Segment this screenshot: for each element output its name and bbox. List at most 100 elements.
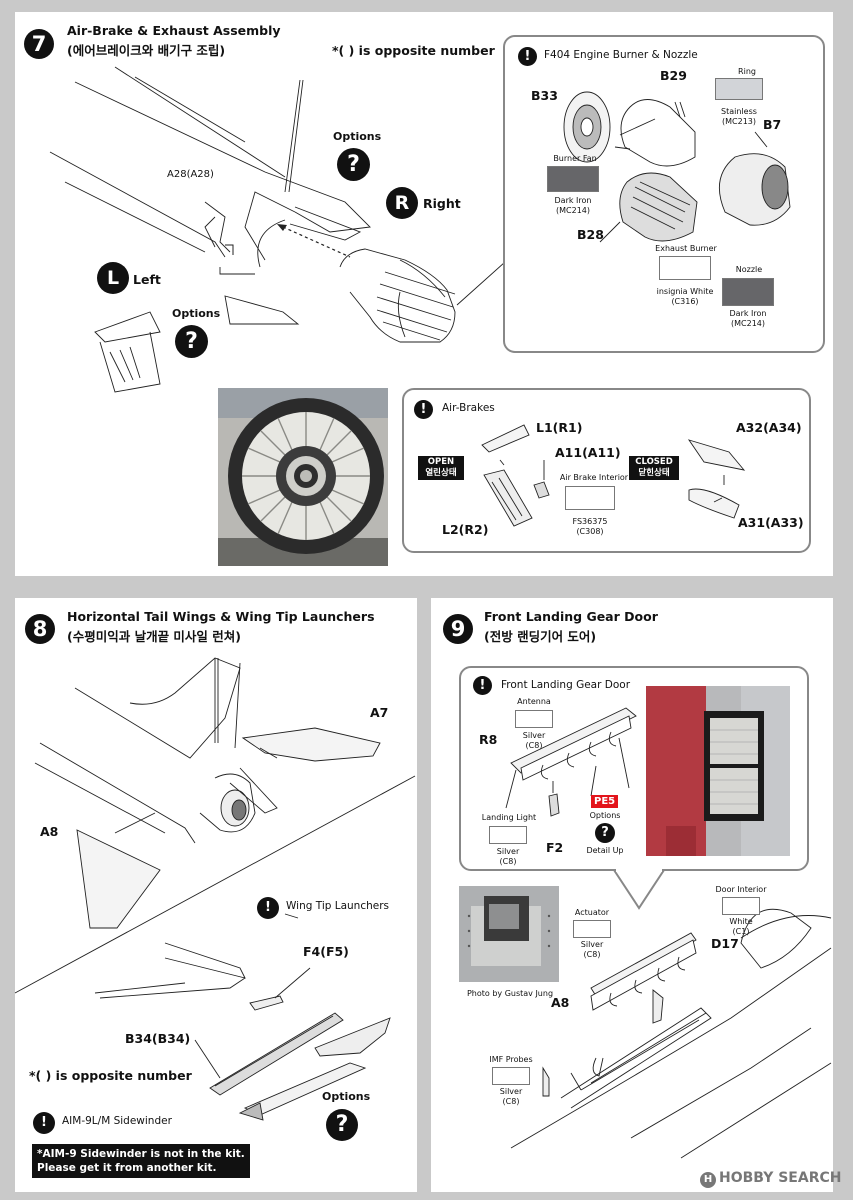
antenna-code: (C8) [525,741,543,750]
imf-probes-code: (C8) [502,1097,520,1106]
step7-options-label-1: Options [333,130,382,143]
open-tag: OPEN 열린상태 [418,456,464,480]
label-a8: A8 [40,824,59,839]
step7-question-icon-2: ? [175,325,208,358]
right-label: Right [423,196,461,211]
sidewinder-note-line2: Please get it from another kit. [37,1162,217,1174]
step8-number: 8 [25,614,55,644]
left-icon: L [97,262,129,294]
landing-light-code: (C8) [499,857,517,866]
actuator-swatch [573,920,611,938]
landing-callout-warning-icon: ! [473,676,492,695]
label-f4: F4(F5) [303,944,349,959]
door-interior-code: (C1) [732,927,750,936]
pe5-options: Options [589,811,621,820]
engine-parts-drawing [563,91,791,243]
sidewinder-note-line1: *AIM-9 Sidewinder is not in the kit. [37,1148,245,1160]
nozzle-color: Dark Iron [729,309,767,318]
door-interior-swatch [722,897,760,915]
actuator-color: Silver [580,940,604,949]
exhaust-burner-label: Exhaust Burner [655,244,717,253]
imf-probes-label: IMF Probes [489,1055,533,1064]
closed-tag-en: CLOSED [635,457,673,467]
closed-tag: CLOSED 닫힌상태 [629,456,679,480]
step7-subtitle: (에어브레이크와 배기구 조립) [67,43,226,58]
step8-title: Horizontal Tail Wings & Wing Tip Launche… [67,609,375,624]
landing-light-label: Landing Light [481,813,537,822]
wingtip-label: Wing Tip Launchers [286,900,390,912]
step7-number: 7 [24,29,54,59]
door-interior-label: Door Interior [715,885,767,894]
label-a11: A11(A11) [555,445,621,460]
airbrake-interior-label: Air Brake Interior [559,473,629,482]
step9-subtitle: (전방 랜딩기어 도어) [484,629,597,644]
gear-bay-photo [459,886,559,982]
burner-fan-swatch [547,166,599,192]
engine-callout-warning-icon: ! [518,47,537,66]
ring-code: (MC213) [722,117,756,126]
landing-door-drawing [505,707,637,817]
aim-warning-icon: ! [33,1112,55,1134]
step7-panel: 7 Air-Brake & Exhaust Assembly (에어브레이크와 … [15,12,833,576]
label-f2: F2 [546,840,564,855]
exhaust-burner-color: insignia White [656,287,714,296]
antenna-swatch [515,710,553,728]
label-b7: B7 [763,117,782,132]
step8-options-label: Options [322,1090,371,1103]
label-a28: A28(A28) [167,169,214,180]
label-a8-step9: A8 [551,995,570,1010]
detail-up-question-icon: ? [595,823,615,843]
label-a32: A32(A34) [736,420,802,435]
engine-burner-callout: ! F404 Engine Burner & Nozzle B33 B29 B7… [503,35,825,353]
step8-opposite-note: *( ) is opposite number [29,1068,192,1083]
imf-probes-swatch [492,1067,530,1085]
antenna-color: Silver [522,731,546,740]
label-a31: A31(A33) [738,515,804,530]
exhaust-burner-code: (C316) [671,297,699,306]
airbrake-callout-warning-icon: ! [414,400,433,419]
ring-label: Ring [738,67,756,76]
ring-color: Stainless [721,107,757,116]
watermark-text: HOBBY SEARCH [719,1170,842,1186]
aim-label: AIM-9L/M Sidewinder [62,1115,172,1127]
step9-fuselage-drawing [510,908,832,1159]
burner-fan-label: Burner Fan [553,154,597,163]
landing-light-photo [646,686,790,856]
landing-callout-title: Front Landing Gear Door [501,679,631,691]
label-b33: B33 [531,88,558,103]
airbrake-callout: ! Air-Brakes L1(R1) A11(A11) L2(R2) A32(… [402,388,811,553]
left-label: Left [133,272,161,287]
label-d17: D17 [711,936,739,951]
label-a7: A7 [370,705,389,720]
closed-tag-ko: 닫힌상태 [638,468,670,478]
step7-fuselage-drawing [49,66,516,393]
engine-exhaust-photo [218,388,388,566]
label-b29: B29 [660,68,687,83]
landing-light-swatch [489,826,527,844]
step9-panel: 9 Front Landing Gear Door (전방 랜딩기어 도어) !… [431,598,833,1192]
wingtip-warning-icon: ! [257,897,279,919]
door-interior-color: White [729,917,753,926]
nozzle-swatch [722,278,774,306]
label-l1: L1(R1) [536,420,583,435]
antenna-label: Antenna [517,697,551,706]
step7-opposite-note: *( ) is opposite number [332,43,495,58]
step7-options-label-2: Options [172,307,221,320]
airbrake-parts-drawing [481,424,746,527]
actuator-code: (C8) [583,950,601,959]
airbrake-interior-swatch [565,486,615,510]
airbrake-interior-code1: FS36375 [572,517,608,526]
step9-title: Front Landing Gear Door [484,609,658,624]
detail-up-label: Detail Up [586,846,624,855]
step8-tail-drawing [14,657,416,1121]
airbrake-interior-code2: (C308) [576,527,604,536]
open-tag-en: OPEN [427,457,455,467]
airbrake-callout-title: Air-Brakes [442,402,495,414]
nozzle-code: (MC214) [731,319,765,328]
engine-callout-title: F404 Engine Burner & Nozzle [544,49,698,61]
watermark-logo-icon: H [700,1172,716,1188]
step8-panel: 8 Horizontal Tail Wings & Wing Tip Launc… [14,598,417,1192]
photo-credit: Photo by Gustav Jung [466,989,554,998]
right-icon: R [386,187,418,219]
